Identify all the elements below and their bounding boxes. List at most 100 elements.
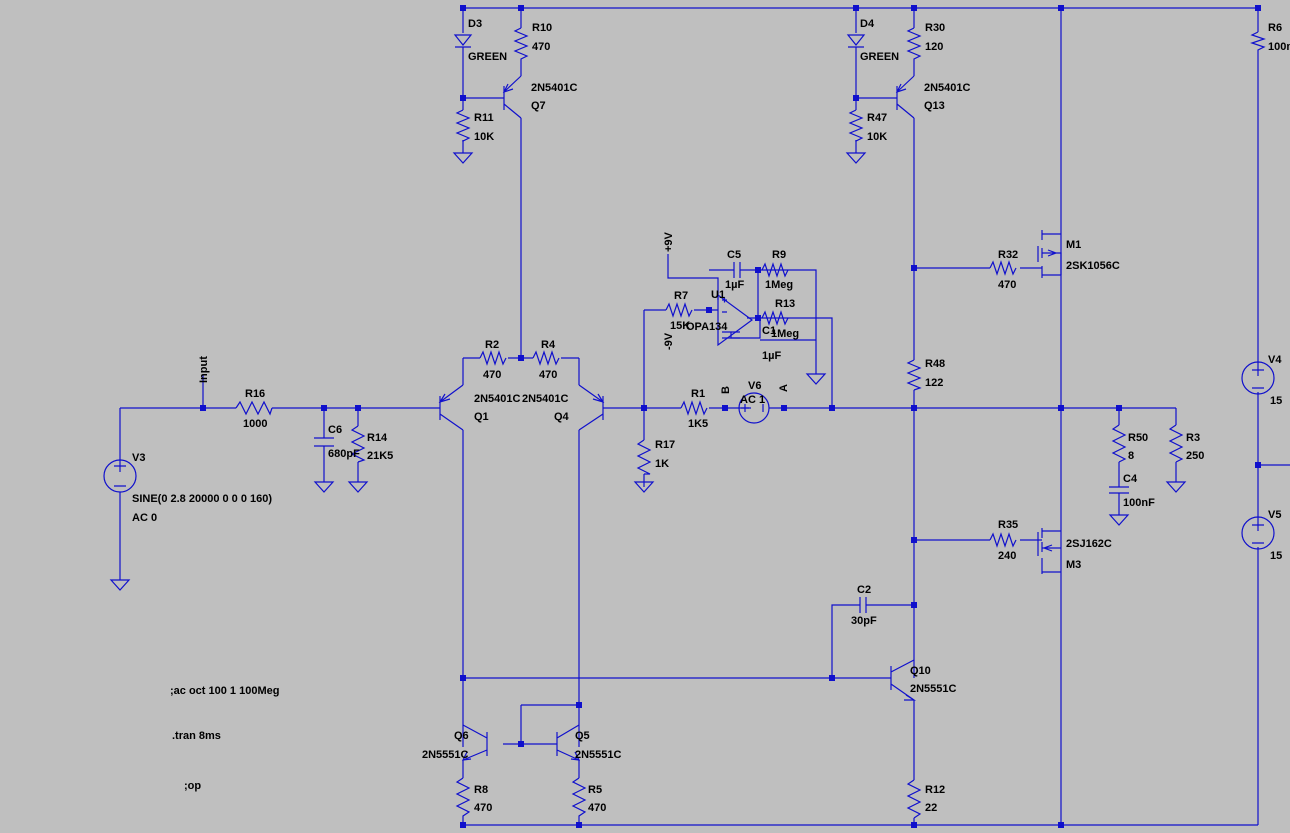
resistor-r30: [906, 27, 922, 62]
transistor-q10: [890, 659, 917, 701]
q4-ref: Q4: [554, 411, 570, 423]
capacitor-c1: [722, 331, 740, 339]
capacitor-c5: [733, 262, 741, 278]
r3-ref: R3: [1186, 432, 1200, 444]
resistor-r12: [906, 779, 922, 819]
r12-ref: R12: [925, 784, 945, 796]
c6-value: 680pF: [328, 448, 360, 460]
v4-value: 15: [1270, 395, 1282, 407]
q6-value: 2N5551C: [422, 749, 469, 761]
r1-ref: R1: [691, 388, 705, 400]
r6-value: 100m: [1268, 41, 1290, 53]
ground-icon: [633, 481, 655, 493]
resistor-r6: [1250, 31, 1266, 52]
transistor-q7: [502, 75, 522, 119]
r47-value: 10K: [867, 131, 887, 143]
r14-ref: R14: [367, 432, 388, 444]
directive-ac: ;ac oct 100 1 100Meg: [170, 685, 279, 697]
r17-ref: R17: [655, 439, 675, 451]
m1-value: 2SK1056C: [1066, 260, 1120, 272]
r13-ref: R13: [775, 298, 795, 310]
directive-tran: .tran 8ms: [172, 730, 221, 742]
resistor-r7: [665, 302, 693, 318]
r35-value: 240: [998, 550, 1016, 562]
ground-symbols: [109, 152, 1187, 591]
c4-value: 100nF: [1123, 497, 1155, 509]
r11-ref: R11: [474, 112, 494, 124]
r2-value: 470: [483, 369, 501, 381]
v3-value: SINE(0 2.8 20000 0 0 0 160): [132, 493, 272, 505]
v3-ref: V3: [132, 452, 145, 464]
ground-icon: [805, 373, 827, 385]
v5-ref: V5: [1268, 509, 1281, 521]
resistor-r1: [680, 400, 708, 416]
ground-icon: [452, 152, 474, 164]
q1-ref: Q1: [474, 411, 489, 423]
q1-value: 2N5401C: [474, 393, 521, 405]
ground-icon: [313, 481, 335, 493]
net-label-b: B: [720, 386, 732, 394]
net-label-neg9v: -9V: [663, 332, 675, 350]
ground-icon: [109, 579, 131, 591]
resistor-r16: [235, 400, 273, 416]
resistor-r10: [513, 27, 529, 62]
net-label-input: Input: [198, 356, 210, 383]
q13-ref: Q13: [924, 100, 945, 112]
r14-value: 21K5: [367, 450, 393, 462]
spice-directives: ;ac oct 100 1 100Meg .tran 8ms ;op: [170, 685, 279, 792]
r50-value: 8: [1128, 450, 1134, 462]
c5-ref: C5: [727, 249, 741, 261]
d3-value: GREEN: [468, 51, 507, 63]
r10-value: 470: [532, 41, 550, 53]
r4-value: 470: [539, 369, 557, 381]
diode-d3: [453, 34, 473, 48]
diode-symbols: [453, 34, 866, 48]
r48-ref: R48: [925, 358, 945, 370]
r5-ref: R5: [588, 784, 602, 796]
d4-ref: D4: [860, 18, 875, 30]
source-v6: [738, 392, 770, 424]
m3-value: 2SJ162C: [1066, 538, 1112, 550]
source-v4: [1241, 361, 1275, 395]
m3-ref: M3: [1066, 559, 1081, 571]
q13-value: 2N5401C: [924, 82, 971, 94]
wires: [119, 7, 1290, 826]
voltage-sources: [103, 361, 1275, 550]
c2-ref: C2: [857, 584, 871, 596]
r2-ref: R2: [485, 339, 499, 351]
r3-value: 250: [1186, 450, 1204, 462]
r9-value: 1Meg: [765, 279, 793, 291]
r7-ref: R7: [674, 290, 688, 302]
c2-value: 30pF: [851, 615, 877, 627]
directive-op: ;op: [184, 780, 201, 792]
transistor-q5: [556, 724, 581, 761]
r50-ref: R50: [1128, 432, 1148, 444]
transistor-symbols: [438, 75, 917, 761]
q5-value: 2N5551C: [575, 749, 622, 761]
r4-ref: R4: [541, 339, 556, 351]
r10-ref: R10: [532, 22, 552, 34]
q7-value: 2N5401C: [531, 82, 578, 94]
mosfet-symbols: [1037, 230, 1062, 574]
r6-ref: R6: [1268, 22, 1282, 34]
resistor-r13: [761, 310, 789, 326]
c1-value: 1µF: [762, 350, 781, 362]
resistor-r4: [532, 350, 560, 366]
resistor-r2: [479, 350, 507, 366]
junctions: [200, 5, 1261, 828]
transistor-q13: [895, 75, 915, 119]
mosfet-m3: [1037, 528, 1061, 574]
d4-value: GREEN: [860, 51, 899, 63]
q10-value: 2N5551C: [910, 683, 957, 695]
net-labels: Input +9V -9V B A: [198, 231, 790, 394]
source-v5: [1241, 516, 1275, 550]
u1-value: OPA134: [686, 321, 728, 333]
resistor-r48: [906, 359, 922, 391]
component-labels: D3 GREEN R10 470 2N5401C Q7 R11 10K D4 G…: [132, 18, 1290, 814]
c4-ref: C4: [1123, 473, 1138, 485]
r9-ref: R9: [772, 249, 786, 261]
capacitor-c4: [1109, 486, 1129, 494]
v3-ac: AC 0: [132, 512, 157, 524]
r7-value: 15K: [670, 320, 690, 332]
